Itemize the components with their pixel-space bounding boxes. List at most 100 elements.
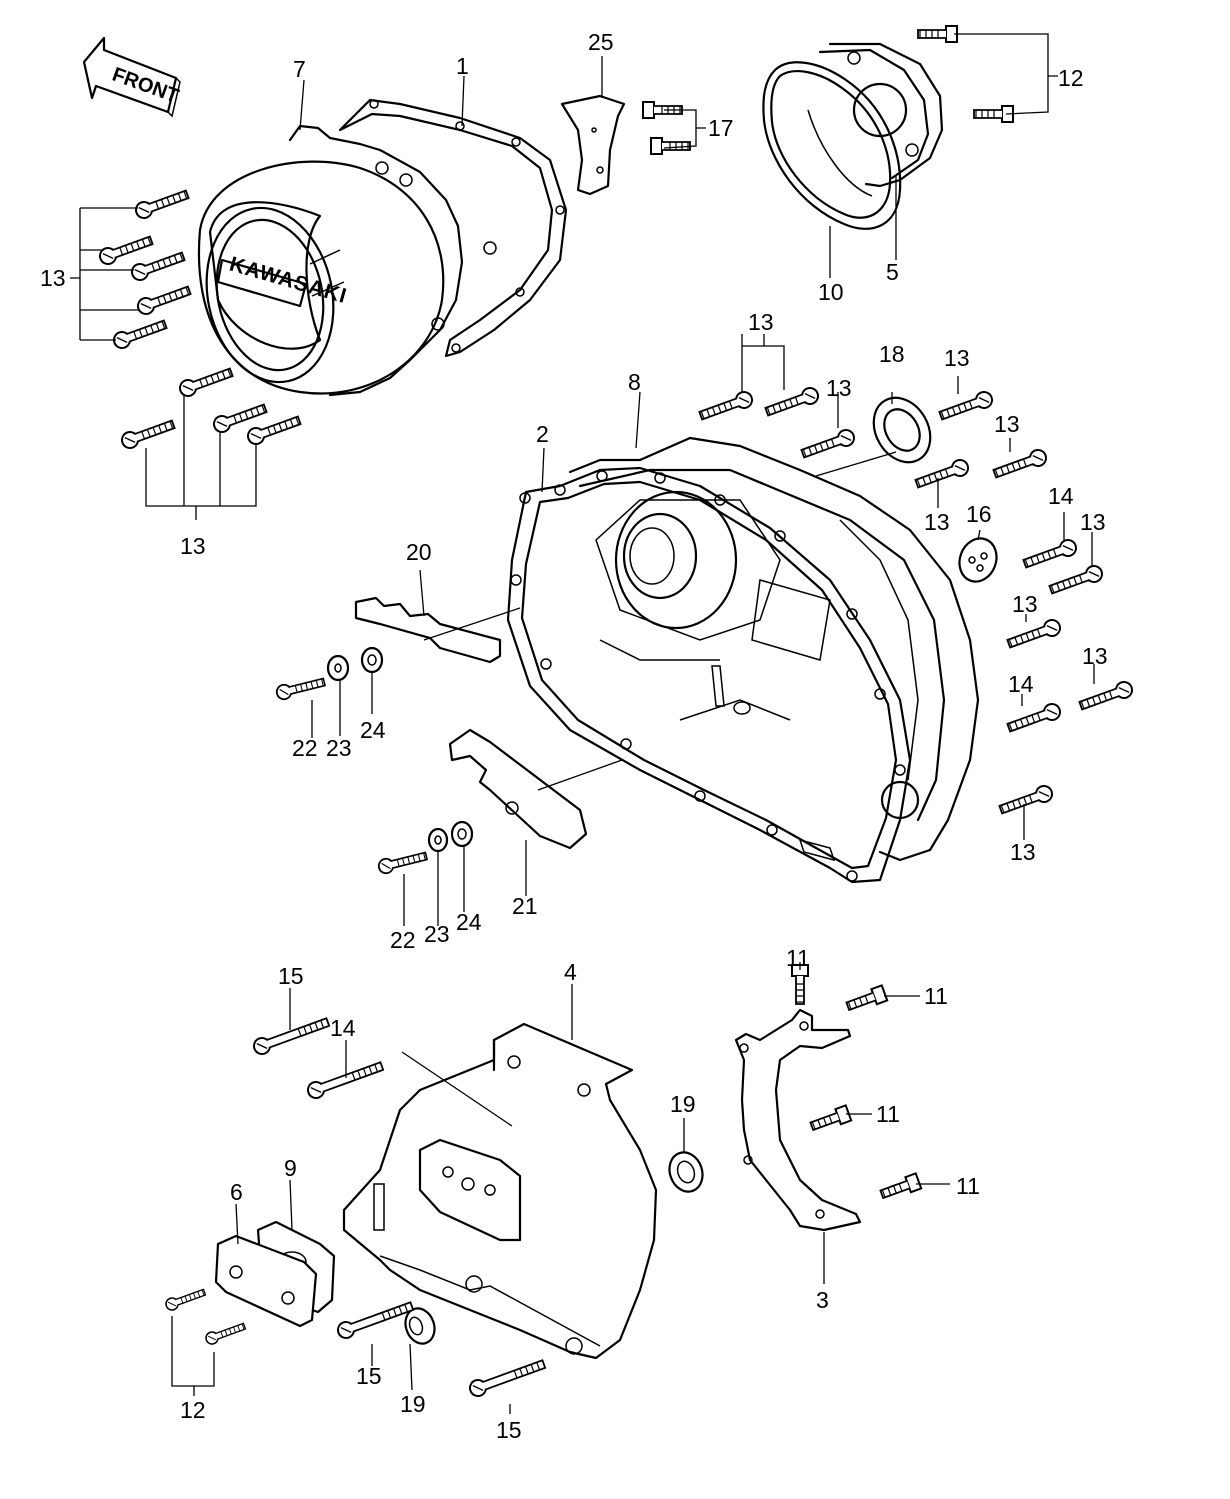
washer-23-upper (326, 654, 350, 682)
callout-16: 16 (966, 501, 992, 527)
callout-13-gen-bottom: 13 (180, 533, 206, 559)
callout-13-e: 13 (924, 509, 950, 535)
callout-24-lower: 24 (456, 909, 482, 935)
callout-24-upper: 24 (360, 717, 386, 743)
bolt-13-cl-5 (913, 456, 972, 493)
bolt-12-lower-a (163, 1285, 208, 1313)
clutch-cover-8 (568, 436, 980, 862)
callout-15-a: 15 (278, 963, 304, 989)
front-arrow-icon: FRONT (82, 36, 182, 118)
callout-13-h: 13 (1082, 643, 1108, 669)
sprocket-cover-4 (342, 1022, 658, 1360)
collar-24-lower (450, 820, 474, 848)
callout-22-upper: 22 (292, 735, 318, 761)
callout-12-lower: 12 (180, 1397, 206, 1423)
washer-23-lower (427, 827, 449, 853)
callout-13-gen-left: 13 (40, 265, 66, 291)
grommet-16 (958, 537, 998, 583)
callout-13-b: 13 (826, 375, 852, 401)
callout-25: 25 (588, 29, 614, 55)
callout-17: 17 (708, 115, 734, 141)
callout-2: 2 (536, 421, 549, 447)
bolt-13-cl-7 (1047, 562, 1106, 599)
callout-13-d: 13 (994, 411, 1020, 437)
bolt-13-gen-9 (244, 411, 303, 448)
bolt-13-cl-8 (1005, 616, 1064, 653)
callout-14-c: 14 (330, 1015, 356, 1041)
bolt-14-b (304, 1057, 386, 1102)
callout-14-a: 14 (1048, 483, 1074, 509)
callout-14-b: 14 (1008, 671, 1034, 697)
callout-19-upper: 19 (670, 1091, 696, 1117)
bolt-22-lower (376, 848, 429, 876)
bracket-25 (560, 94, 626, 196)
plate-6 (214, 1234, 318, 1328)
callout-6: 6 (230, 1179, 243, 1205)
oil-seal-19-upper (668, 1151, 704, 1193)
bolt-14-cl-1 (1021, 536, 1080, 573)
callout-13-g: 13 (1012, 591, 1038, 617)
bolt-12a (917, 25, 958, 43)
bolt-13-cl-1 (697, 388, 756, 425)
callout-5: 5 (886, 259, 899, 285)
bolt-14-cl-2 (1005, 700, 1064, 737)
callout-9: 9 (284, 1155, 297, 1181)
oil-seal-18 (872, 396, 932, 464)
bolt-13-cl-6 (991, 446, 1050, 483)
callout-8: 8 (628, 369, 641, 395)
collar-24-upper (360, 646, 384, 674)
clutch-gasket-2 (506, 466, 912, 884)
bolt-13-gen-4 (134, 281, 193, 318)
callout-4: 4 (564, 959, 577, 985)
bolt-15-b (334, 1297, 416, 1342)
chain-guard-3 (734, 1008, 862, 1232)
bolt-13-cl-9 (1077, 678, 1136, 715)
callout-10: 10 (818, 279, 844, 305)
bolt-13-gen-3 (128, 247, 187, 284)
callout-23-upper: 23 (326, 735, 352, 761)
callout-numbers: 7 1 25 17 12 5 10 13 13 13 13 18 13 13 1… (40, 29, 1108, 1443)
bolt-13-cl-2 (763, 384, 822, 421)
bolt-11-c (808, 1104, 853, 1135)
callout-15-c: 15 (496, 1417, 522, 1443)
generator-gasket (338, 98, 568, 358)
callout-11-a: 11 (786, 945, 810, 971)
housing-cover-5 (818, 42, 944, 188)
callout-22-lower: 22 (390, 927, 416, 953)
bolt-11-d (878, 1172, 923, 1203)
callout-11-d: 11 (956, 1173, 980, 1199)
screw-17b (650, 137, 691, 155)
callout-13-c: 13 (944, 345, 970, 371)
bolt-13-cl-10 (997, 782, 1056, 819)
bolt-13-cl-4 (937, 388, 996, 425)
bolt-15-a (250, 1013, 332, 1058)
callout-21: 21 (512, 893, 538, 919)
inner-case (595, 490, 791, 721)
bolt-13-gen-7 (118, 415, 177, 452)
callout-1: 1 (456, 53, 469, 79)
callout-13-top: 13 (748, 309, 774, 335)
callout-7: 7 (293, 56, 306, 82)
bolt-13-gen-5 (110, 315, 169, 352)
chain-guide-20 (354, 596, 502, 664)
oil-seal-19-lower (404, 1307, 436, 1345)
callout-12-top: 12 (1058, 65, 1084, 91)
leader-lines (70, 33, 1095, 1414)
callout-13-f: 13 (1080, 509, 1106, 535)
gasket-ring-10 (762, 61, 902, 230)
callout-3: 3 (816, 1287, 829, 1313)
bolt-15-c (466, 1355, 548, 1400)
callout-23-lower: 23 (424, 921, 450, 947)
callout-18: 18 (879, 341, 905, 367)
bolt-22-upper (274, 674, 327, 702)
generator-cover: KAWASAKI (197, 124, 464, 397)
bolt-13-gen-2 (96, 231, 155, 268)
callout-11-c: 11 (876, 1101, 900, 1127)
brand-logo-text: KAWASAKI (227, 253, 350, 309)
bolt-12-lower-b (203, 1319, 248, 1347)
bolt-11-b (844, 984, 889, 1015)
callout-15-b: 15 (356, 1363, 382, 1389)
callout-11-b: 11 (924, 983, 948, 1009)
chain-guide-21 (448, 728, 588, 850)
